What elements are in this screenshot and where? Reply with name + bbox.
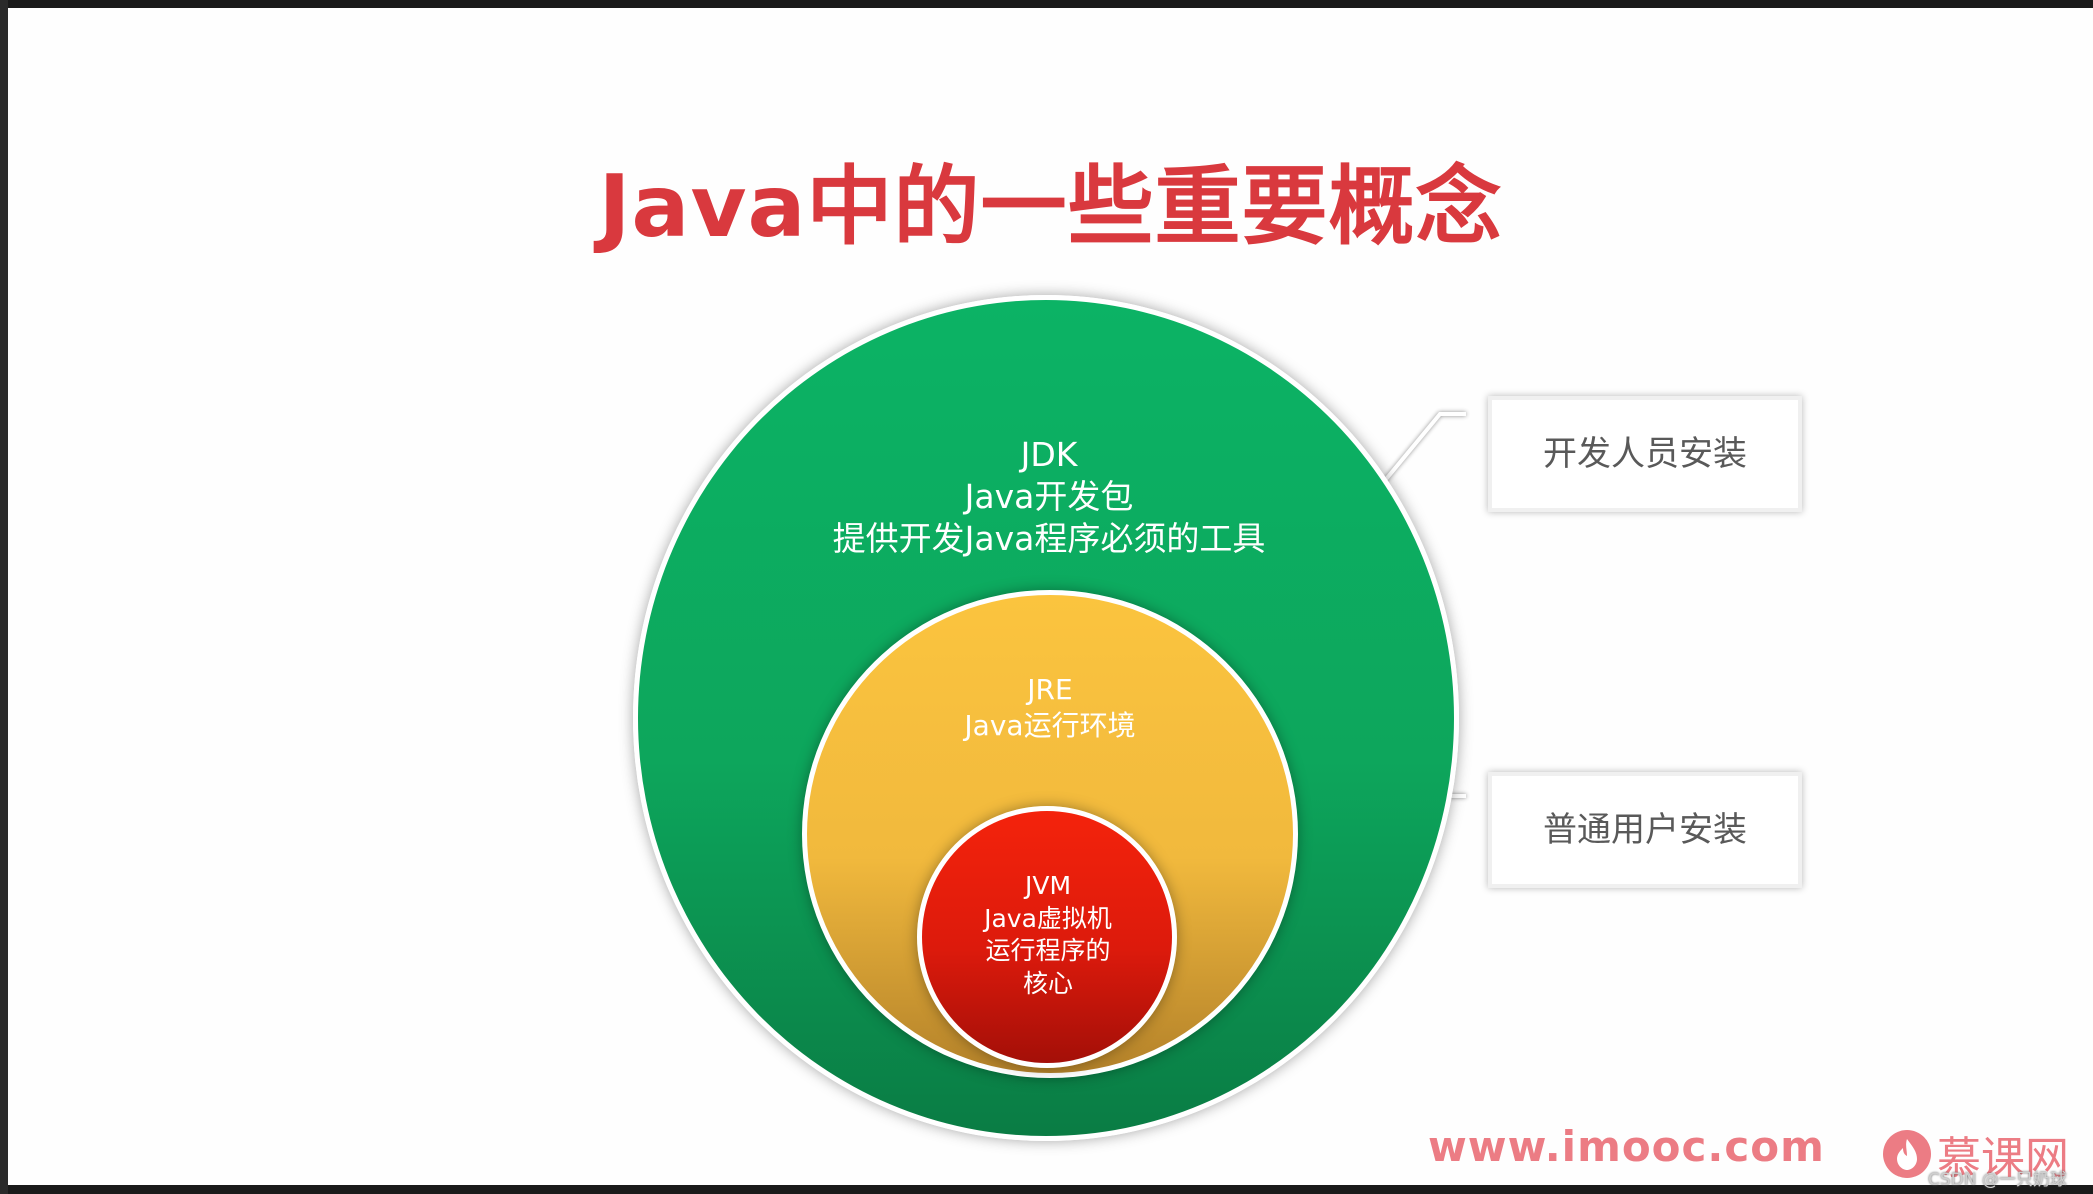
jre-name: JRE	[1027, 673, 1073, 706]
jdk-label-group: JDK Java开发包 提供开发Java程序必须的工具	[733, 434, 1365, 561]
slide-title: Java中的一些重要概念	[598, 157, 1503, 257]
jvm-full-name: Java虚拟机	[984, 903, 1112, 933]
jvm-description-line1: 运行程序的	[985, 936, 1111, 965]
window-edge	[0, 0, 8, 1194]
jvm-circle	[917, 806, 1177, 1068]
jre-label-group: JRE Java运行环境	[850, 672, 1250, 744]
jvm-label-group: JVM Java虚拟机 运行程序的 核心	[937, 870, 1159, 1000]
developer-install-callout: 开发人员安装	[1488, 396, 1802, 512]
jdk-description: 提供开发Java程序必须的工具	[832, 519, 1266, 559]
flame-icon	[1883, 1130, 1931, 1178]
user-install-callout: 普通用户安装	[1488, 772, 1802, 888]
jdk-name: JDK	[1020, 435, 1078, 474]
jvm-name: JVM	[1024, 871, 1072, 900]
jvm-description-line2: 核心	[1022, 968, 1073, 998]
jre-full-name: Java运行环境	[964, 708, 1136, 742]
watermark-url: www.imooc.com	[1428, 1122, 1825, 1171]
csdn-credit: CSDN @一只奶球	[1928, 1170, 2067, 1190]
jdk-full-name: Java开发包	[964, 477, 1134, 517]
imooc-logo-text: 慕课网	[1937, 1133, 2069, 1184]
